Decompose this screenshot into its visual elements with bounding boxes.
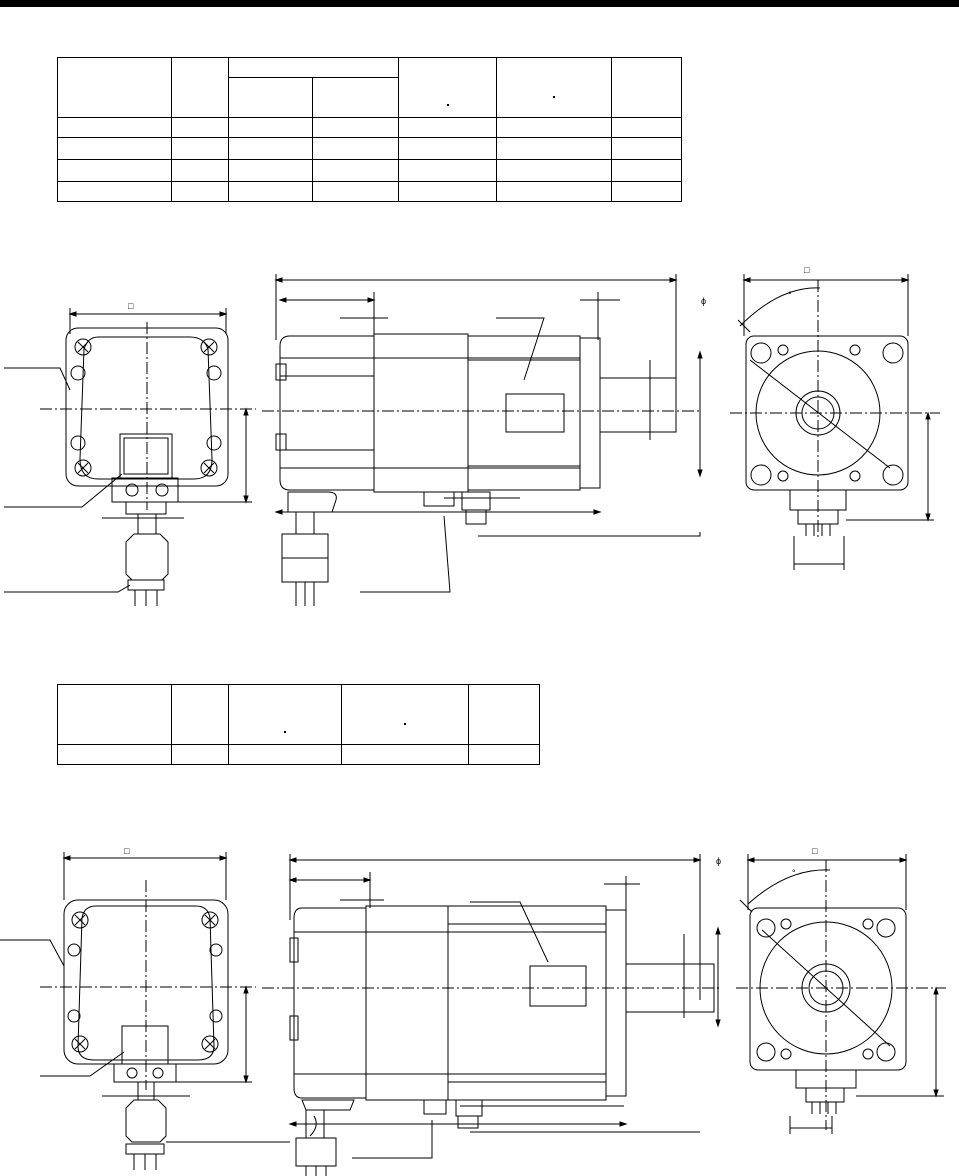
- table-cell: [312, 137, 399, 160]
- degree-symbol-label: °: [792, 868, 796, 878]
- phi-symbol-label: ϕ: [701, 296, 706, 306]
- table-cell: [398, 181, 497, 202]
- table-cell: [398, 159, 497, 182]
- table-row: [57, 117, 682, 138]
- page-header-bar: [0, 0, 959, 7]
- table-row: [57, 744, 540, 765]
- table-header-row: [57, 684, 540, 745]
- table-row: [57, 159, 682, 182]
- flange-screw-icon: [74, 338, 92, 356]
- upper-motor-drawings: □ □ ϕ °: [4, 265, 940, 606]
- table-cell: [57, 137, 172, 160]
- header-cell-mass: [468, 684, 540, 745]
- header-cell-KL: [312, 77, 399, 118]
- rear-view-upper: [4, 308, 256, 606]
- table-cell: [57, 744, 172, 765]
- lower-motor-drawings: □ □ ϕ °: [0, 846, 946, 1176]
- header-cell-inertia: [398, 57, 497, 118]
- square-symbol-label: □: [128, 301, 134, 311]
- header-cell-inertia: [228, 684, 342, 745]
- table-cell: [496, 137, 612, 160]
- table-cell: [228, 159, 313, 182]
- side-view-lower: [262, 854, 721, 1176]
- table-row: [57, 137, 682, 160]
- table-cell: [611, 137, 682, 160]
- flange-screw-icon: [200, 459, 218, 477]
- flange-screw-icon: [201, 911, 219, 929]
- table-cell: [171, 117, 229, 138]
- table-cell: [57, 117, 172, 138]
- table-cell: [57, 181, 172, 202]
- table-cell: [398, 137, 497, 160]
- flange-screw-icon: [200, 338, 218, 356]
- header-cell-brake-inertia: [496, 57, 612, 118]
- table-cell: [312, 159, 399, 182]
- table-cell: [228, 744, 342, 765]
- header-cell-mass: [611, 57, 682, 118]
- table-cell: [171, 181, 229, 202]
- table-cell: [228, 137, 313, 160]
- header-cell-brake-inertia: [341, 684, 469, 745]
- rear-view-lower: [0, 852, 290, 1170]
- table-cell: [171, 744, 229, 765]
- square-symbol-label: □: [812, 846, 818, 856]
- table-cell: [171, 159, 229, 182]
- table-cell: [228, 117, 313, 138]
- header-cell-model: [57, 684, 172, 745]
- table-cell: [312, 117, 399, 138]
- square-symbol-label: □: [804, 265, 810, 275]
- front-view-upper: [730, 274, 940, 570]
- header-cell-output: [171, 684, 229, 745]
- table-cell: [611, 159, 682, 182]
- flange-screw-icon: [74, 459, 92, 477]
- table-cell: [57, 159, 172, 182]
- table-header-row: [57, 57, 682, 118]
- square-symbol-label: □: [124, 846, 130, 856]
- table-cell: [611, 181, 682, 202]
- table-cell: [468, 744, 540, 765]
- header-cell-model: [57, 57, 172, 118]
- front-view-lower: [736, 854, 946, 1134]
- table-cell: [341, 744, 469, 765]
- table-cell: [496, 181, 612, 202]
- header-cell-variable-dimensions: [228, 57, 399, 78]
- table-cell: [611, 117, 682, 138]
- table-cell: [228, 181, 313, 202]
- table-cell: [496, 117, 612, 138]
- table-cell: [398, 117, 497, 138]
- side-view-upper: [262, 274, 703, 606]
- phi-symbol-label: ϕ: [716, 856, 721, 866]
- flange-screw-icon: [71, 911, 89, 929]
- table-cell: [171, 137, 229, 160]
- table-row: [57, 181, 682, 202]
- header-cell-output: [171, 57, 229, 118]
- dimension-table-lower: [57, 684, 540, 765]
- degree-symbol-label: °: [788, 290, 792, 300]
- flange-screw-icon: [71, 1035, 89, 1053]
- header-cell-L: [228, 77, 313, 118]
- dimension-table-upper: [57, 57, 682, 202]
- flange-screw-icon: [201, 1035, 219, 1053]
- table-cell: [496, 159, 612, 182]
- table-cell: [312, 181, 399, 202]
